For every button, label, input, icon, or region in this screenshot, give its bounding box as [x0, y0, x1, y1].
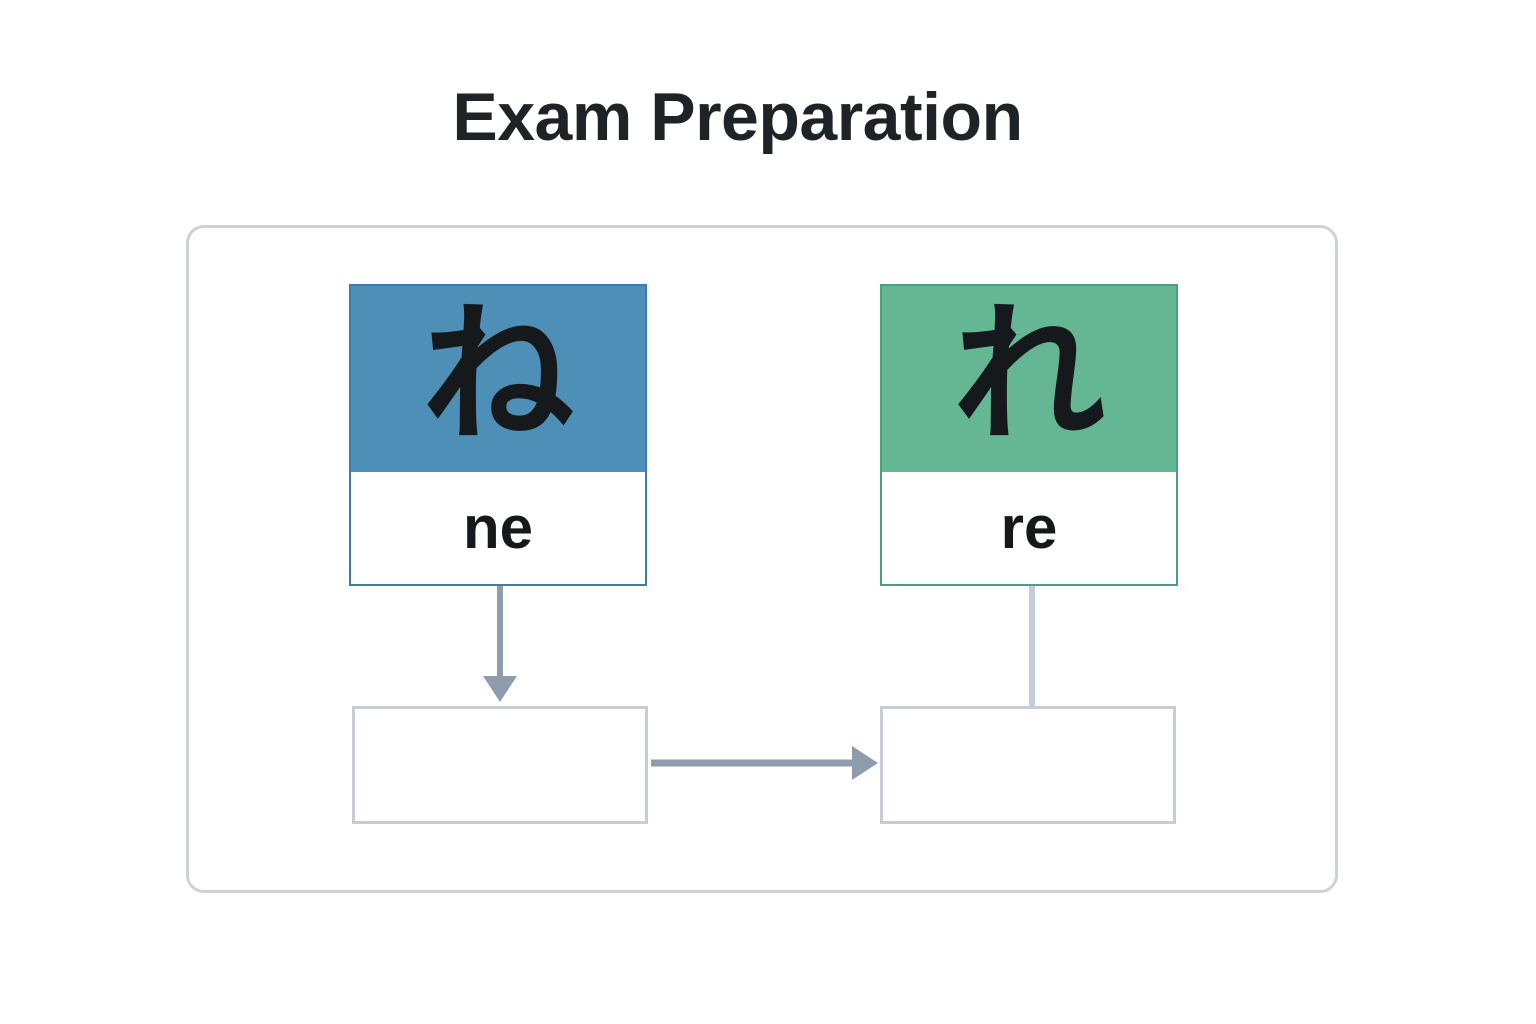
hiragana-glyph-re: れ: [953, 286, 1105, 463]
hiragana-glyph-ne: ね: [422, 286, 574, 463]
romaji-label-re: re: [1000, 494, 1058, 561]
answer-box-left[interactable]: [352, 706, 648, 824]
page-title: Exam Preparation: [452, 79, 1023, 155]
flashcard-re[interactable]: れ re: [880, 284, 1178, 586]
flashcard-ne-glyph-area: ね: [351, 286, 645, 472]
flashcard-re-glyph-area: れ: [882, 286, 1176, 472]
flashcard-re-romaji-area: re: [882, 472, 1176, 584]
answer-box-right[interactable]: [880, 706, 1176, 824]
flashcard-ne[interactable]: ね ne: [349, 284, 647, 586]
romaji-label-ne: ne: [462, 494, 534, 561]
flashcard-ne-romaji-area: ne: [351, 472, 645, 584]
